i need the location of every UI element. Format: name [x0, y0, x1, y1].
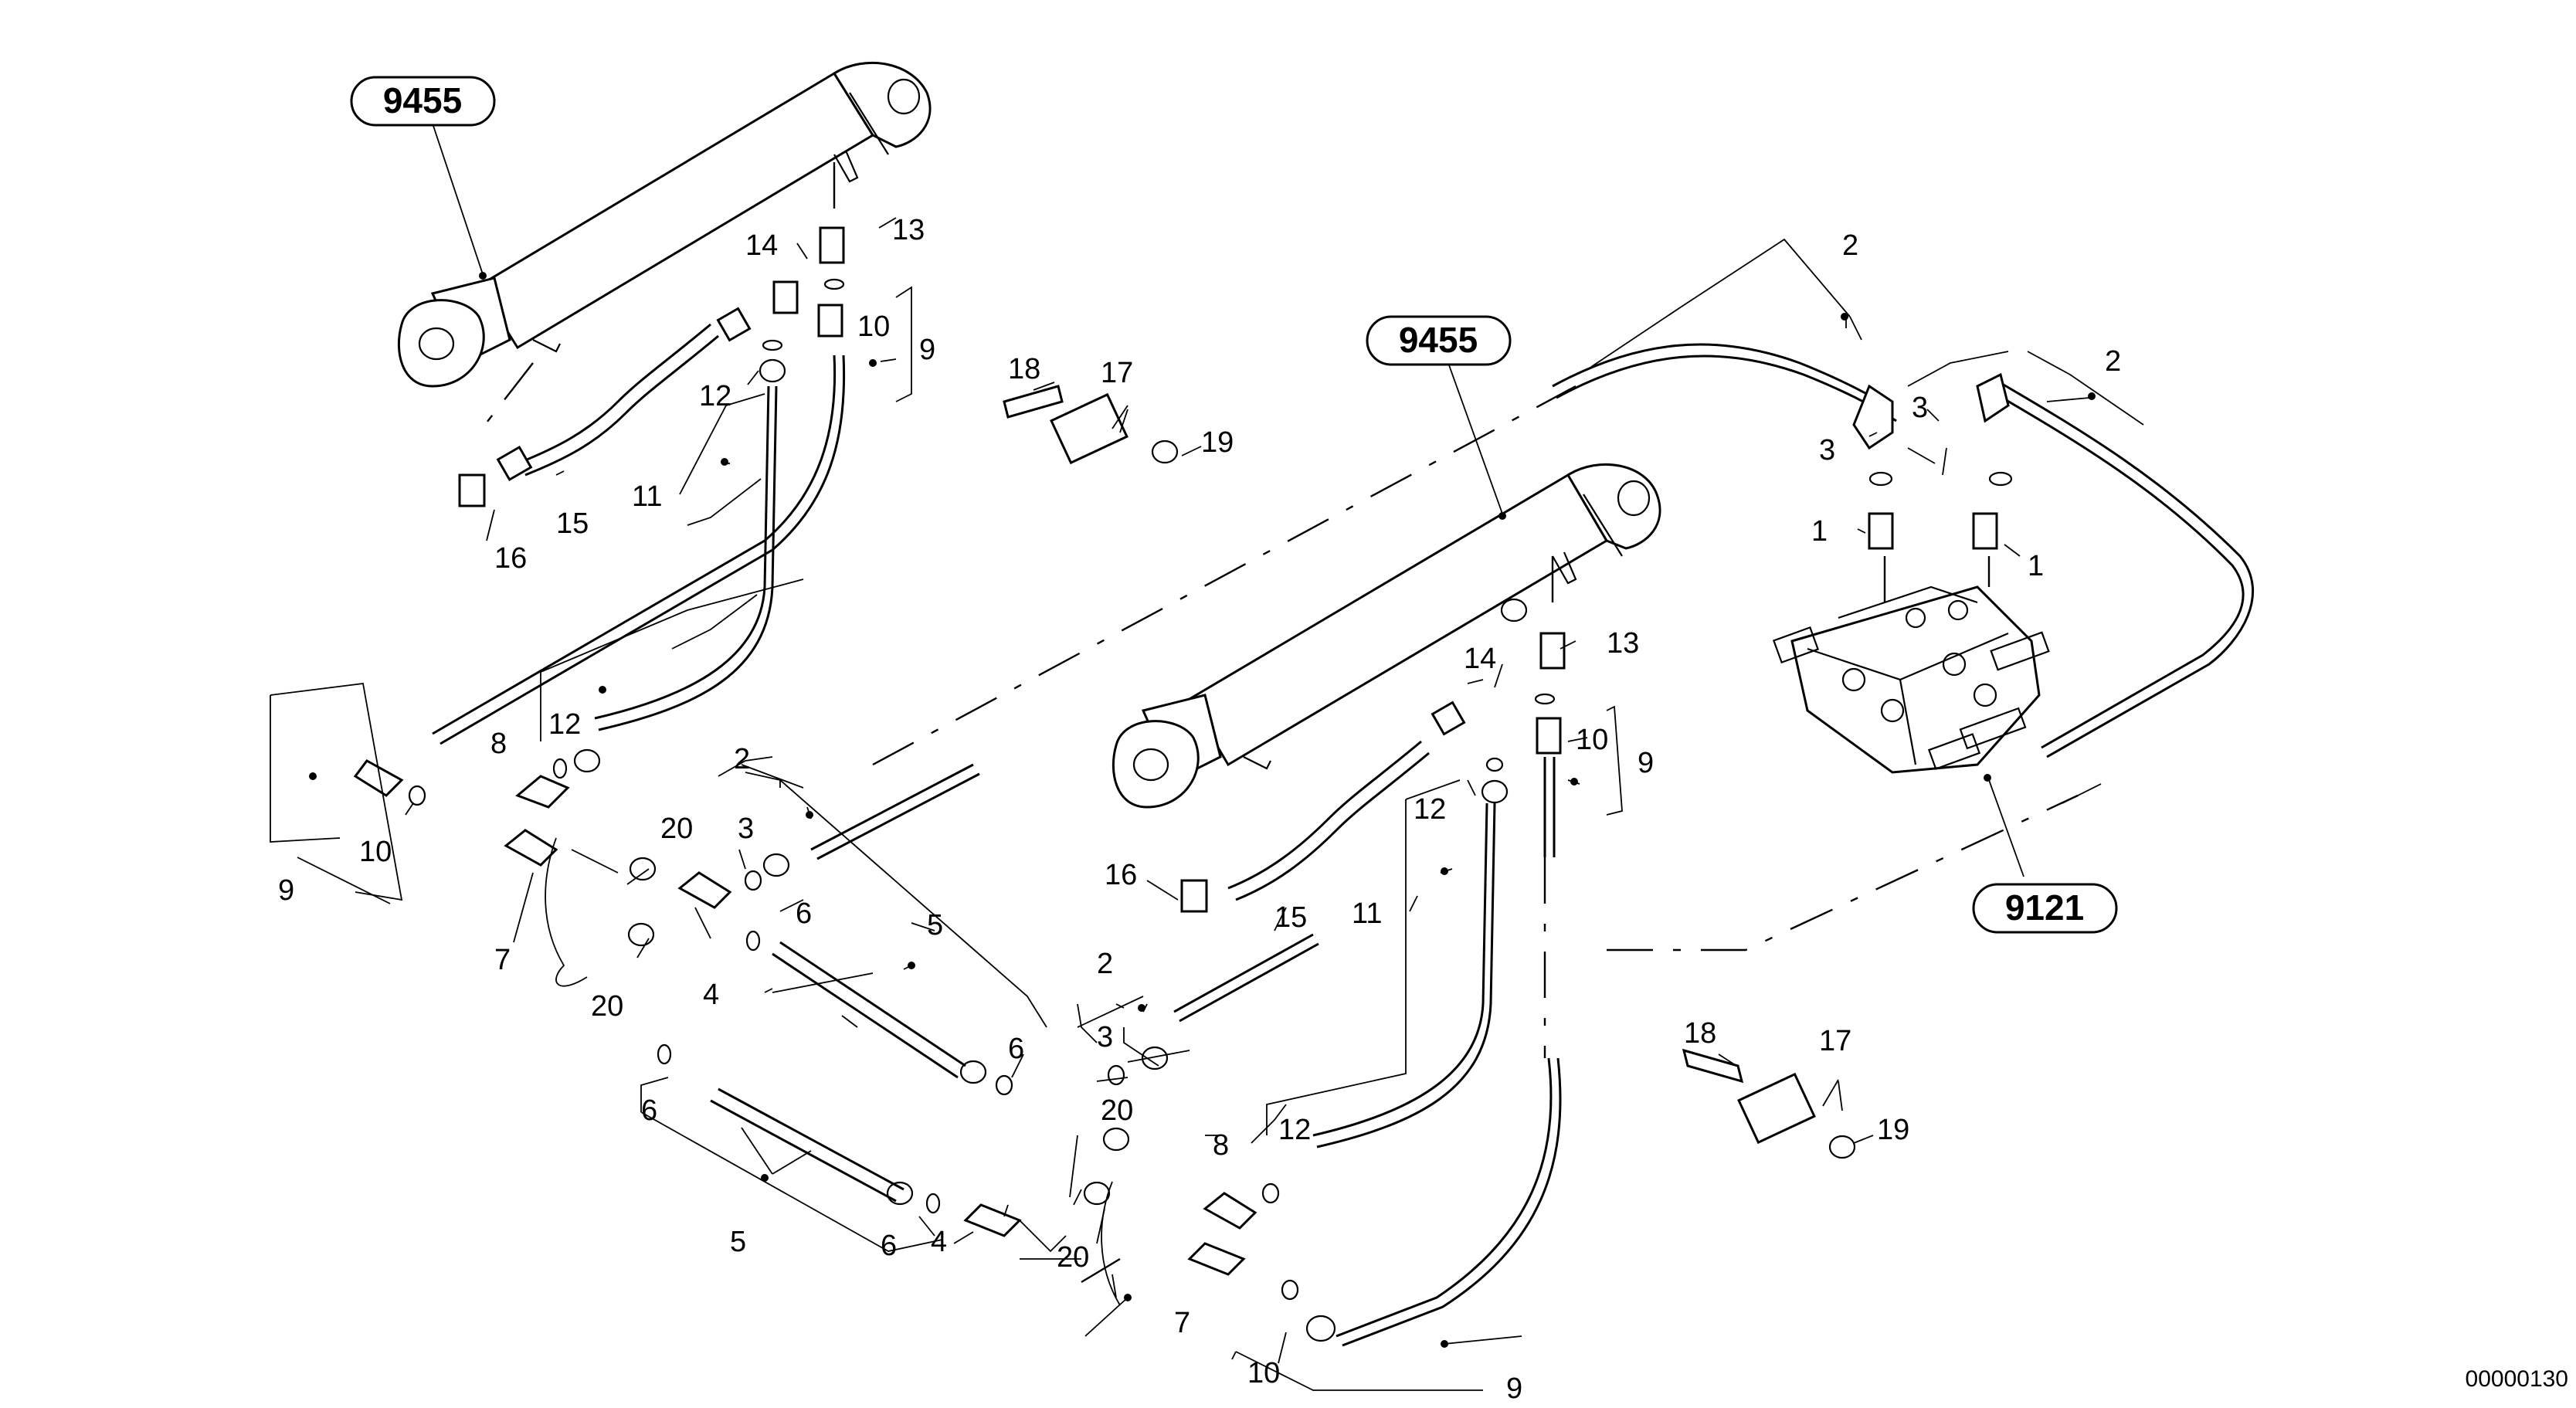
group-badge-label: 9455 [383, 80, 462, 120]
callout: 8 [490, 728, 507, 760]
callout: 2 [2105, 345, 2121, 378]
callout: 10 [359, 836, 392, 868]
callout: 4 [931, 1226, 947, 1258]
callout: 7 [1174, 1307, 1190, 1339]
callout: 6 [1008, 1033, 1024, 1065]
control-valve-block [1772, 585, 2050, 774]
callout: 9 [919, 334, 935, 366]
callout: 14 [1464, 643, 1496, 675]
callout: 6 [641, 1094, 657, 1127]
callout: 1 [1811, 515, 1828, 548]
callout: 14 [745, 229, 778, 262]
hoses [432, 323, 2255, 1347]
callout: 6 [796, 897, 812, 930]
cylinder-upper-left [397, 61, 932, 388]
group-badges: 9455 9455 9121 [350, 76, 2118, 934]
callout: 9 [1638, 747, 1654, 779]
leaders [270, 123, 2144, 1391]
callout: 2 [734, 743, 750, 775]
callout: 20 [1057, 1241, 1089, 1274]
callout: 18 [1008, 353, 1040, 385]
callout: 12 [699, 380, 731, 412]
drawing-code: 00000130 [2466, 1366, 2568, 1392]
callout: 3 [1819, 434, 1835, 467]
callout: 10 [1247, 1357, 1280, 1389]
callout: 2 [1097, 948, 1113, 980]
callout: 10 [857, 310, 890, 343]
callout: 15 [556, 507, 589, 540]
callout: 13 [892, 214, 925, 246]
callout: 16 [494, 542, 527, 575]
callout: 20 [591, 990, 623, 1023]
callout: 17 [1101, 357, 1133, 389]
callout: 3 [1097, 1021, 1113, 1053]
callout: 12 [548, 708, 581, 741]
callout: 11 [1352, 897, 1382, 930]
callout: 7 [494, 944, 511, 976]
callout: 5 [927, 909, 943, 941]
callout: 18 [1684, 1017, 1716, 1050]
callout: 19 [1201, 426, 1234, 459]
callout: 6 [881, 1230, 897, 1262]
callout: 8 [1213, 1129, 1229, 1162]
callout: 3 [1912, 392, 1928, 424]
group-badge-label: 9455 [1399, 320, 1478, 360]
group-badge-label: 9121 [2005, 887, 2084, 928]
cylinder-middle [1112, 463, 1661, 809]
callout: 19 [1877, 1114, 1909, 1146]
callout: 16 [1105, 859, 1137, 891]
group-badge-9121[interactable]: 9121 [1972, 883, 2118, 934]
callouts: 1 1 2 2 2 2 3 3 3 3 4 4 5 5 6 6 6 6 7 7 … [278, 214, 2121, 1405]
centerlines [478, 162, 2079, 1284]
callout: 13 [1607, 627, 1639, 660]
callout: 15 [1274, 901, 1307, 934]
callout: 10 [1576, 724, 1608, 756]
callout: 17 [1819, 1025, 1851, 1057]
callout: 3 [738, 813, 754, 845]
callout: 5 [730, 1226, 746, 1258]
callout: 20 [1101, 1094, 1133, 1127]
callout: 9 [1506, 1372, 1522, 1405]
callout: 4 [703, 979, 719, 1011]
callout: 12 [1414, 793, 1446, 826]
callout: 11 [632, 480, 662, 513]
callout: 12 [1278, 1114, 1311, 1146]
callout: 9 [278, 874, 294, 907]
group-badge-9455-upper[interactable]: 9455 [350, 76, 496, 127]
callout: 20 [660, 813, 693, 845]
callout: 2 [1842, 229, 1858, 262]
callout: 1 [2028, 550, 2044, 582]
group-badge-9455-middle[interactable]: 9455 [1366, 315, 1512, 366]
